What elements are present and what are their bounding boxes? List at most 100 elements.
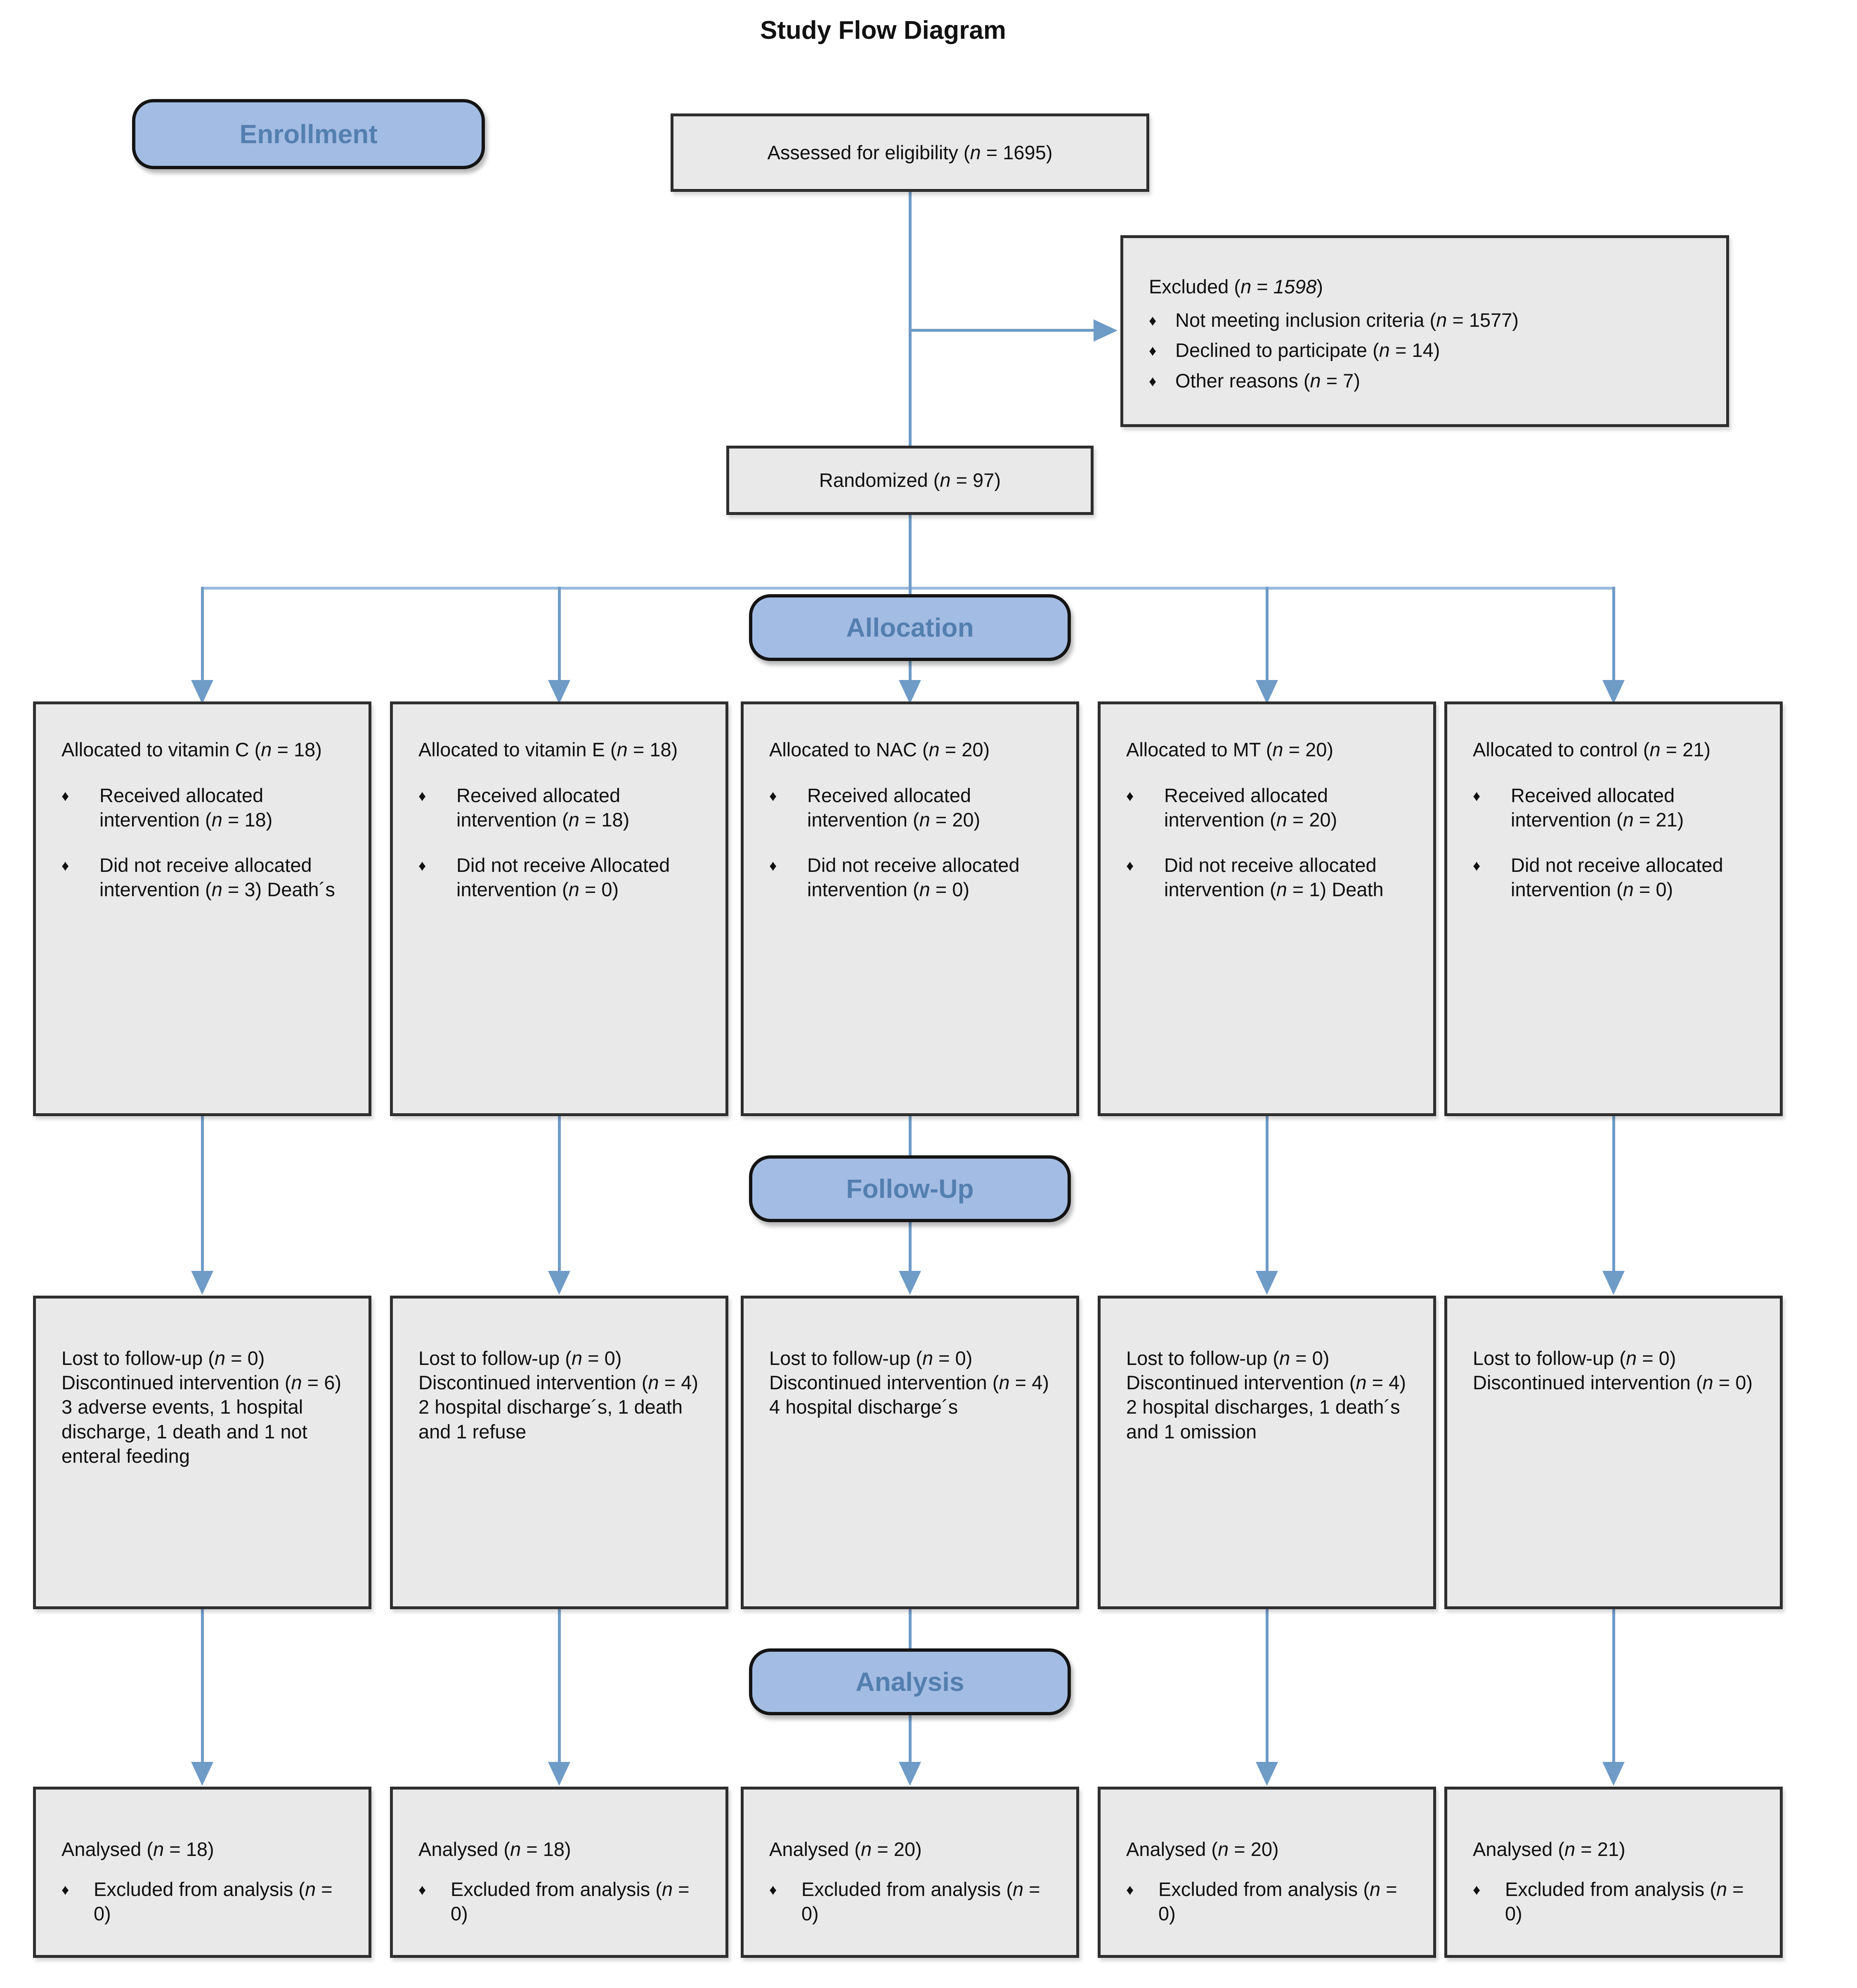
allocation-title: Allocated to MT (n = 20) [1126, 739, 1334, 760]
arrowhead-followup-1 [191, 1271, 213, 1295]
analysis-box-nac: Analysed (n = 20) ♦ Excluded from analys… [741, 1787, 1079, 1958]
allocation-box-control: Allocated to control (n = 21) ♦ Received… [1444, 701, 1783, 1116]
connector-to-allocation-5 [1612, 587, 1615, 682]
connector-to-allocation-1 [201, 587, 204, 682]
arrowhead-analysis-5 [1602, 1762, 1625, 1786]
connector-assessed-randomized [909, 192, 912, 446]
diamond-bullet-icon: ♦ [1473, 1881, 1481, 1898]
analysis-bullet: ♦ Excluded from analysis (n = 0) [61, 1877, 350, 1926]
allocation-title: Allocated to vitamin E (n = 18) [418, 739, 678, 760]
arrowhead-followup-4 [1256, 1271, 1278, 1295]
randomized-box: Randomized (n = 97) [726, 446, 1094, 515]
allocation-box-mt: Allocated to MT (n = 20) ♦ Received allo… [1098, 701, 1436, 1116]
diamond-bullet-icon: ♦ [769, 787, 777, 805]
arrowhead-analysis-2 [548, 1762, 570, 1786]
allocation-box-vitamin-e: Allocated to vitamin E (n = 18) ♦ Receiv… [390, 701, 728, 1116]
arrowhead-followup-2 [548, 1271, 570, 1295]
excluded-title: Excluded (n = 1598) [1149, 276, 1323, 297]
distribution-line [202, 587, 1614, 590]
analysis-box-vitamin-e: Analysed (n = 18) ♦ Excluded from analys… [390, 1787, 728, 1958]
followup-box-vitamin-e: Lost to follow-up (n = 0)Discontinued in… [390, 1296, 728, 1609]
connector-to-analysis-1 [201, 1609, 204, 1762]
followup-text: Lost to follow-up (n = 0)Discontinued in… [769, 1347, 1049, 1418]
followup-box-vitamin-c: Lost to follow-up (n = 0)Discontinued in… [33, 1296, 371, 1609]
followup-box-control: Lost to follow-up (n = 0)Discontinued in… [1444, 1296, 1783, 1609]
stage-label-allocation: Allocation [749, 594, 1071, 661]
followup-text: Lost to follow-up (n = 0)Discontinued in… [418, 1347, 698, 1443]
followup-text: Lost to follow-up (n = 0)Discontinued in… [61, 1347, 341, 1467]
randomized-text: Randomized (n = 97) [819, 469, 1001, 491]
allocation-title: Allocated to vitamin C (n = 18) [61, 739, 322, 760]
arrowhead-analysis-4 [1256, 1762, 1278, 1786]
excluded-item-text: Other reasons (n = 7) [1175, 369, 1361, 392]
followup-text: Lost to follow-up (n = 0)Discontinued in… [1126, 1347, 1406, 1443]
analysis-bullet: ♦ Excluded from analysis (n = 0) [418, 1877, 707, 1926]
assessed-for-eligibility-box: Assessed for eligibility (n = 1695) [671, 113, 1149, 192]
analysis-excluded-text: Excluded from analysis (n = 0) [801, 1878, 1040, 1925]
connector-to-analysis-4 [1266, 1609, 1269, 1762]
connector-to-followup-5 [1612, 1116, 1615, 1271]
analysis-excluded-text: Excluded from analysis (n = 0) [1505, 1878, 1744, 1925]
diamond-bullet-icon: ♦ [1126, 857, 1134, 874]
arrowhead-allocation-5 [1602, 680, 1625, 704]
page-title: Study Flow Diagram [760, 16, 1006, 45]
allocation-bullet: ♦ Did not receive allocated intervention… [61, 853, 346, 902]
arrowhead-allocation-3 [899, 680, 921, 704]
excluded-item: ♦ Declined to participate (n = 14) [1149, 338, 1710, 362]
allocation-bullet-text: Did not receive allocated intervention (… [1511, 854, 1723, 900]
allocation-bullet-text: Received allocated intervention (n = 20) [807, 784, 980, 831]
connector-to-allocation-4 [1266, 587, 1269, 682]
allocation-bullet-text: Did not receive Allocated intervention (… [456, 854, 670, 900]
analysis-bullet: ♦ Excluded from analysis (n = 0) [1126, 1877, 1415, 1926]
diamond-bullet-icon: ♦ [418, 787, 426, 805]
allocation-bullet-text: Did not receive allocated intervention (… [99, 854, 335, 900]
arrowhead-followup-5 [1602, 1271, 1625, 1295]
diamond-bullet-icon: ♦ [418, 1881, 426, 1898]
assessed-text: Assessed for eligibility (n = 1695) [767, 142, 1053, 164]
allocation-bullet-text: Did not receive allocated intervention (… [807, 854, 1020, 900]
allocation-title: Allocated to control (n = 21) [1473, 739, 1711, 760]
arrowhead-allocation-2 [548, 680, 570, 704]
analysis-excluded-text: Excluded from analysis (n = 0) [94, 1878, 333, 1925]
excluded-item-text: Declined to participate (n = 14) [1175, 339, 1440, 361]
excluded-item: ♦ Not meeting inclusion criteria (n = 15… [1149, 308, 1710, 332]
allocation-bullet: ♦ Did not receive allocated intervention… [1126, 853, 1410, 902]
connector-to-followup-2 [558, 1116, 561, 1271]
analysed-text: Analysed (n = 20) [769, 1838, 922, 1860]
diamond-bullet-icon: ♦ [61, 787, 69, 805]
analysis-excluded-text: Excluded from analysis (n = 0) [451, 1878, 690, 1925]
connector-randomized-distribution [909, 515, 912, 588]
diamond-bullet-icon: ♦ [769, 1881, 777, 1898]
diamond-bullet-icon: ♦ [1473, 857, 1481, 874]
diamond-bullet-icon: ♦ [1126, 1881, 1134, 1898]
allocation-bullet: ♦ Received allocated intervention (n = 1… [61, 783, 346, 832]
arrowhead-followup-3 [899, 1271, 921, 1295]
analysed-text: Analysed (n = 18) [418, 1838, 571, 1860]
diamond-bullet-icon: ♦ [769, 857, 777, 874]
allocation-bullet: ♦ Did not receive allocated intervention… [769, 853, 1054, 902]
allocation-bullet-text: Received allocated intervention (n = 21) [1511, 784, 1684, 831]
allocation-bullet: ♦ Did not receive allocated intervention… [1473, 853, 1757, 902]
analysed-text: Analysed (n = 20) [1126, 1838, 1279, 1860]
allocation-bullet-text: Received allocated intervention (n = 20) [1164, 784, 1337, 831]
allocation-box-nac: Allocated to NAC (n = 20) ♦ Received all… [741, 701, 1079, 1116]
arrowhead-allocation-1 [191, 680, 213, 704]
analysis-excluded-text: Excluded from analysis (n = 0) [1158, 1878, 1397, 1925]
diamond-bullet-icon: ♦ [61, 1881, 69, 1898]
analysis-box-vitamin-c: Analysed (n = 18) ♦ Excluded from analys… [33, 1787, 371, 1958]
diamond-bullet-icon: ♦ [418, 857, 426, 874]
stage-label-allocation-text: Allocation [846, 613, 974, 642]
arrowhead-analysis-3 [899, 1762, 921, 1786]
analysis-bullet: ♦ Excluded from analysis (n = 0) [1473, 1877, 1761, 1926]
allocation-box-vitamin-c: Allocated to vitamin C (n = 18) ♦ Receiv… [33, 701, 371, 1116]
allocation-title: Allocated to NAC (n = 20) [769, 739, 990, 760]
stage-label-enrollment-text: Enrollment [239, 119, 378, 149]
connector-to-followup-4 [1266, 1116, 1269, 1271]
allocation-bullet-text: Did not receive allocated intervention (… [1164, 854, 1384, 900]
diamond-bullet-icon: ♦ [1473, 787, 1481, 805]
connector-to-followup-1 [201, 1116, 204, 1271]
stage-label-followup-text: Follow-Up [846, 1174, 974, 1204]
diamond-bullet-icon: ♦ [1149, 312, 1157, 329]
arrowhead-analysis-1 [191, 1762, 213, 1786]
